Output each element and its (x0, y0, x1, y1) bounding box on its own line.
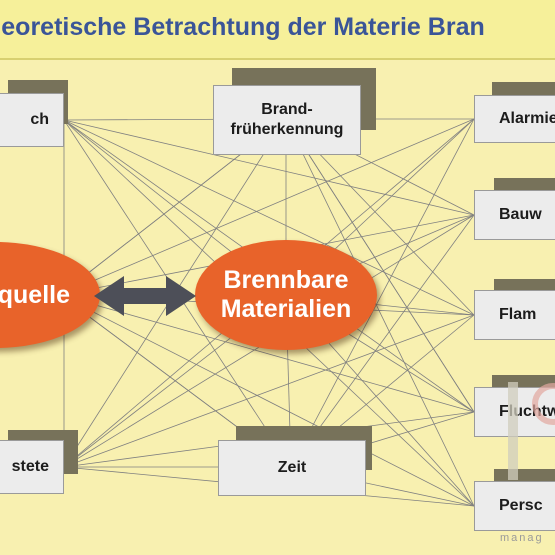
node-bottom-left: stete (0, 440, 64, 494)
connector-line (63, 314, 475, 468)
connector-line (290, 118, 475, 468)
logo-watermark-icon (508, 382, 555, 480)
node-personen: Persc (474, 481, 555, 531)
connector-line (285, 118, 475, 507)
connector-line (63, 119, 475, 216)
double-arrow-icon (94, 276, 196, 316)
watermark-text: manag (500, 532, 544, 544)
page-title: heoretische Betrachtung der Materie Bran (0, 13, 485, 41)
connector-line (285, 118, 475, 413)
connector-line (59, 294, 475, 507)
node-bauweise: Bauw (474, 190, 555, 240)
connector-line (59, 294, 475, 413)
node-zeit: Zeit (218, 440, 366, 496)
node-brandfrueherkennung: Brand- früherkennung (213, 85, 361, 155)
node-flammschutz: Flam (474, 290, 555, 340)
connector-line (290, 214, 475, 468)
node-top-left: ch (0, 93, 64, 147)
connector-line (63, 119, 475, 316)
node-alarmierung: Alarmie (474, 95, 555, 143)
title-bar: heoretische Betrachtung der Materie Bran (0, 0, 555, 60)
connector-line (59, 118, 475, 296)
ellipse-brennbare-materialien: Brennbare Materialien (195, 240, 377, 350)
